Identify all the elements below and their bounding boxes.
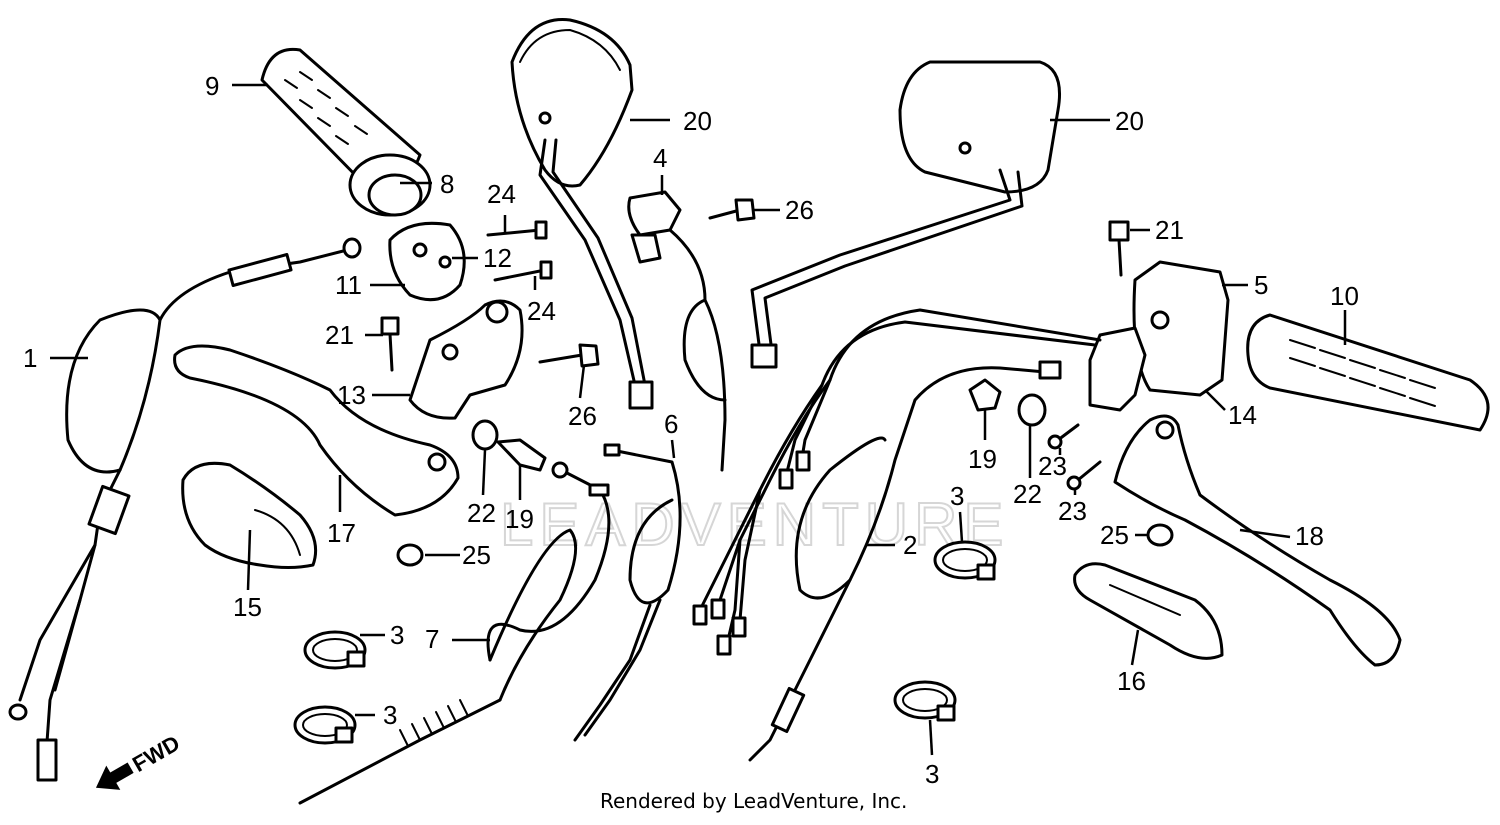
callout-8: 8 <box>440 169 454 199</box>
screw-24-lower <box>493 260 553 282</box>
nut-25-left <box>396 543 424 567</box>
callout-3a: 3 <box>390 620 404 650</box>
callout-7: 7 <box>425 624 439 654</box>
switch-harness <box>692 308 1102 656</box>
callout-15: 15 <box>233 592 262 622</box>
callout-10: 10 <box>1330 281 1359 311</box>
clamp-3-a <box>303 630 367 670</box>
forward-arrow: FWD <box>95 730 184 790</box>
callout-2: 2 <box>903 530 917 560</box>
callout-25b: 25 <box>1100 520 1129 550</box>
switch-cable <box>573 443 682 742</box>
adjuster-19-right <box>968 378 1002 412</box>
callout-25a: 25 <box>462 540 491 570</box>
adjuster-19-left <box>496 438 547 472</box>
callout-1: 1 <box>23 343 37 373</box>
mirror-left <box>510 18 654 410</box>
screw-23-upper <box>1047 423 1080 450</box>
callout-9: 9 <box>205 71 219 101</box>
clutch-cable <box>748 360 1062 762</box>
lever-bracket <box>408 299 524 420</box>
adjuster-22-left <box>471 419 499 451</box>
callout-4: 4 <box>653 143 667 173</box>
forward-arrow-icon <box>95 762 134 790</box>
render-credit: Rendered by LeadVenture, Inc. <box>600 789 907 813</box>
callout-23a: 23 <box>1038 451 1067 481</box>
callout-labels: 1 2 3 3 3 3 4 5 6 7 8 9 10 11 12 13 14 1… <box>23 71 1359 789</box>
brake-lever-boot <box>1073 562 1224 660</box>
throttle-cable <box>8 237 362 782</box>
callout-leaders <box>50 83 1347 756</box>
callout-23b: 23 <box>1058 496 1087 526</box>
bolt-21-right <box>1108 220 1130 277</box>
switch-housing <box>1088 260 1230 412</box>
callout-26a: 26 <box>785 195 814 225</box>
callout-24b: 24 <box>527 296 556 326</box>
callout-11: 11 <box>335 270 362 300</box>
callout-20a: 20 <box>683 106 712 136</box>
bolt-21-left <box>380 316 400 372</box>
callout-20b: 20 <box>1115 106 1144 136</box>
callout-13: 13 <box>337 380 366 410</box>
clamp-3-b <box>293 705 357 745</box>
adjuster-22-right <box>1017 393 1047 427</box>
clutch-lever <box>173 344 460 517</box>
callout-18: 18 <box>1295 521 1324 551</box>
right-grip <box>1246 313 1490 432</box>
mirror-right <box>750 60 1061 369</box>
callout-22a: 22 <box>467 498 496 528</box>
callout-12: 12 <box>483 243 512 273</box>
callout-14: 14 <box>1228 400 1257 430</box>
callout-3b: 3 <box>383 700 397 730</box>
callout-22b: 22 <box>1013 479 1042 509</box>
callout-16: 16 <box>1117 666 1146 696</box>
callout-21b: 21 <box>1155 215 1184 245</box>
callout-17: 17 <box>327 518 356 548</box>
callout-24a: 24 <box>487 179 516 209</box>
callout-3d: 3 <box>925 759 939 789</box>
callout-26b: 26 <box>568 401 597 431</box>
screw-24-upper <box>486 220 548 240</box>
callout-5: 5 <box>1254 270 1268 300</box>
callout-21a: 21 <box>325 320 354 350</box>
callout-19b: 19 <box>968 444 997 474</box>
brake-lever <box>1113 414 1402 667</box>
callout-19a: 19 <box>505 504 534 534</box>
callout-6: 6 <box>664 409 678 439</box>
clamp-3-d <box>893 680 957 722</box>
brake-switch <box>627 190 727 472</box>
bolt-26-upper <box>708 198 756 222</box>
choke-cable <box>298 461 611 805</box>
bolt-26-left <box>538 343 600 368</box>
lever-boot <box>181 461 318 569</box>
forward-label: FWD <box>128 730 184 777</box>
nut-25-right <box>1146 523 1174 547</box>
clamp-3-c <box>933 540 997 581</box>
throttle-housing <box>388 221 466 302</box>
screw-23-lower <box>1066 460 1102 491</box>
callout-3c: 3 <box>950 481 964 511</box>
throttle-sleeve <box>348 153 432 217</box>
